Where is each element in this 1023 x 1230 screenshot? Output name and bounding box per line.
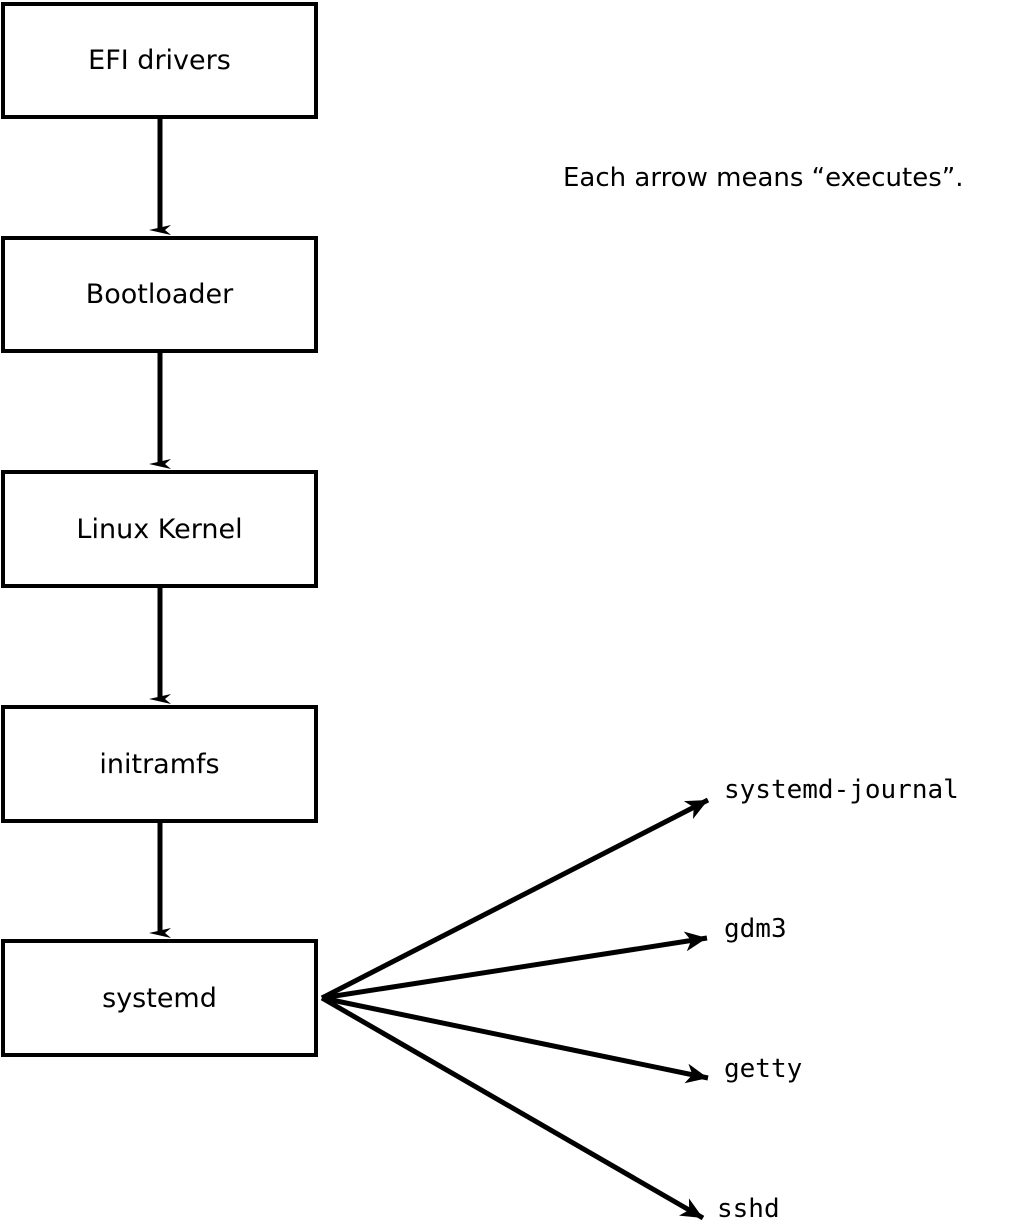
fanout-arrow-getty [321,995,709,1084]
fanout-arrow-sshd [320,995,705,1221]
node-linux-kernel[interactable]: Linux Kernel [1,470,318,588]
process-label-getty[interactable]: getty [724,1054,803,1084]
node-label-linux-kernel: Linux Kernel [76,513,243,545]
node-systemd[interactable]: systemd [1,939,318,1057]
node-efi-drivers[interactable]: EFI drivers [1,2,318,119]
node-label-initramfs: initramfs [99,748,220,780]
node-initramfs[interactable]: initramfs [1,705,318,823]
process-label-gdm3[interactable]: gdm3 [724,914,787,944]
node-label-efi-drivers: EFI drivers [88,45,231,76]
fanout-arrow-gdm3 [321,931,708,1001]
node-label-bootloader: Bootloader [85,279,234,310]
process-label-systemd-journal[interactable]: systemd-journal [724,775,959,805]
node-label-systemd: systemd [102,982,217,1014]
process-label-sshd[interactable]: sshd [717,1194,780,1224]
legend-note: Each arrow means “executes”. [563,163,964,193]
node-bootloader[interactable]: Bootloader [1,236,318,353]
fanout-arrow-systemd-journal [320,797,710,1001]
